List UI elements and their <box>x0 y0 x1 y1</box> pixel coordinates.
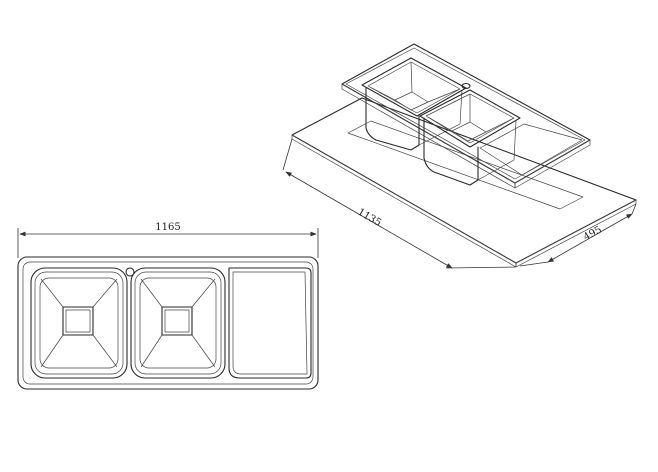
sink-inner-rim <box>22 261 314 385</box>
drainer-board <box>228 267 312 379</box>
left-bowl <box>30 267 128 379</box>
iso-tap-hole <box>461 82 471 90</box>
cutout-length-label: 1135 <box>355 207 383 229</box>
iso-drainer <box>479 123 583 176</box>
sink-outer-rim <box>17 256 319 390</box>
right-drain <box>161 306 193 336</box>
iso-right-bowl <box>419 89 521 186</box>
sink-top-view: 1165 <box>17 222 319 390</box>
overall-length-dimension: 1165 <box>17 222 319 258</box>
sink-isometric-view: 1135 495 <box>282 43 637 269</box>
overall-length-label: 1165 <box>155 222 180 233</box>
left-drain <box>62 306 94 336</box>
right-bowl <box>130 267 226 379</box>
isometric-sink-body <box>341 43 591 189</box>
tap-hole <box>125 267 135 277</box>
